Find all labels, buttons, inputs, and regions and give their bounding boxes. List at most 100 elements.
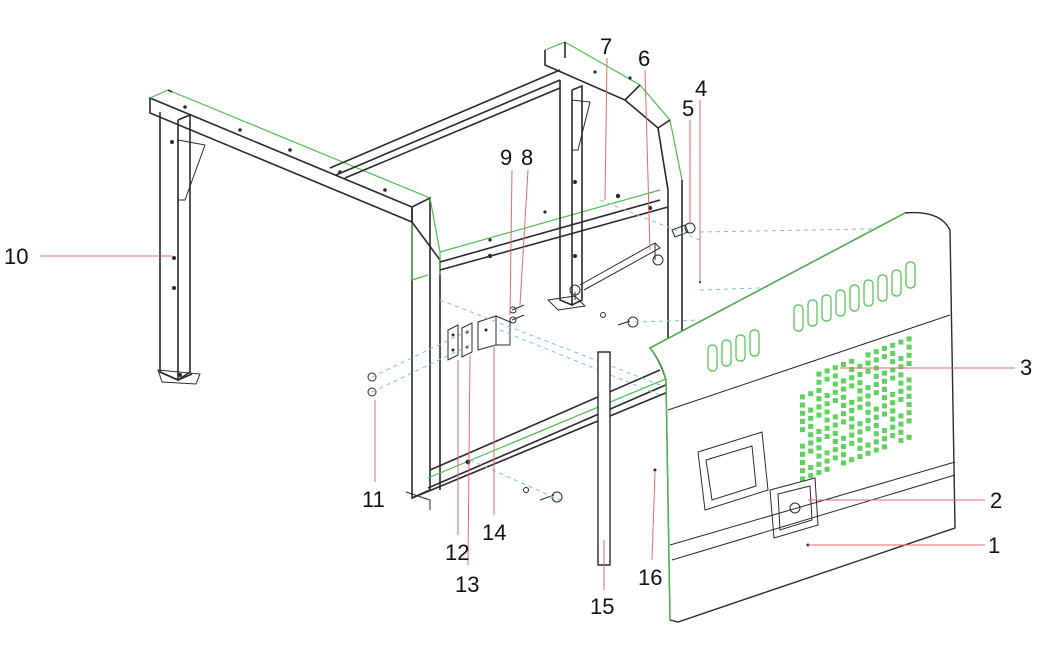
grille-hole (832, 398, 838, 403)
grille-hole (832, 430, 838, 436)
latch (769, 477, 819, 539)
grille-hole (906, 344, 912, 350)
grille-hole (906, 361, 912, 366)
grille-hole (890, 416, 896, 422)
grille-hole (849, 432, 855, 438)
callout-12: 12 (445, 540, 469, 565)
callouts: 1 2 3 4 5 6 7 8 9 10 11 12 13 14 15 16 (4, 34, 1032, 619)
grille-hole (882, 395, 887, 401)
grille-hole (865, 442, 871, 448)
grille-hole (841, 378, 846, 384)
grille-hole (824, 417, 830, 423)
grille-hole (882, 403, 887, 409)
grille-hole (873, 414, 879, 420)
grille-hole (882, 370, 887, 376)
grille-hole (873, 431, 879, 437)
handle-recess (697, 431, 769, 511)
grille-hole (800, 427, 805, 433)
grille-hole (824, 409, 830, 415)
main-frame (329, 41, 683, 510)
grille-hole (849, 408, 855, 413)
vent-grille (800, 336, 912, 482)
callout-2: 2 (990, 488, 1002, 513)
grille-hole (873, 349, 879, 355)
grille-hole (906, 418, 912, 424)
grille-hole (882, 444, 887, 450)
grille-hole (857, 363, 863, 369)
grille-hole (906, 352, 912, 358)
grille-hole (832, 381, 838, 387)
grille-hole (849, 424, 855, 430)
grille-hole (824, 450, 830, 456)
assembly-lines (371, 199, 921, 501)
grille-hole (841, 362, 846, 367)
grille-hole (898, 339, 904, 345)
grille-hole (890, 433, 896, 438)
grille-hole (882, 428, 887, 433)
grille-hole (890, 359, 896, 365)
grille-hole (816, 429, 822, 434)
grille-hole (890, 424, 896, 430)
grille-hole (898, 388, 904, 394)
grille-hole (857, 454, 863, 459)
grille-hole (832, 389, 838, 395)
louvres-top (707, 261, 916, 372)
grille-hole (816, 371, 822, 377)
hinge-plates (447, 304, 525, 361)
grille-hole (849, 416, 855, 422)
grille-hole (841, 444, 846, 449)
grille-hole (898, 372, 904, 378)
grille-hole (832, 447, 838, 453)
grille-hole (849, 457, 855, 463)
grille-hole (832, 422, 838, 428)
grille-hole (832, 455, 838, 461)
grille-hole (824, 368, 830, 374)
grille-hole (841, 394, 846, 400)
grille-hole (865, 418, 871, 423)
grille-hole (898, 429, 904, 435)
grille-hole (898, 380, 904, 386)
grille-hole (800, 443, 805, 449)
grille-hole (832, 439, 838, 444)
grille-hole (832, 373, 838, 379)
callout-5: 5 (682, 96, 694, 121)
grille-hole (800, 410, 805, 416)
grille-hole (841, 435, 846, 441)
grille-hole (824, 458, 830, 464)
grille-hole (857, 396, 863, 402)
grille-hole (808, 448, 814, 454)
rod-bracket (546, 242, 664, 311)
grille-hole (808, 391, 814, 397)
strip-part (597, 351, 611, 566)
grille-hole (865, 352, 871, 358)
callout-6: 6 (638, 46, 650, 71)
grille-hole (816, 461, 822, 467)
grille-hole (824, 393, 830, 398)
callout-10: 10 (4, 244, 28, 269)
grille-hole (873, 423, 879, 428)
grille-hole (800, 468, 805, 474)
grille-hole (824, 425, 830, 431)
grille-hole (882, 346, 887, 351)
grille-hole (873, 390, 879, 396)
callout-11: 11 (362, 487, 385, 512)
callout-14: 14 (482, 520, 506, 545)
nuts (367, 372, 377, 397)
grille-hole (906, 434, 912, 440)
grille-hole (890, 400, 896, 406)
grille-hole (890, 408, 896, 414)
callout-1: 1 (988, 533, 1000, 558)
grille-hole (800, 402, 805, 408)
grille-hole (824, 434, 830, 439)
grille-hole (873, 406, 879, 412)
grille-hole (857, 437, 863, 443)
grille-hole (832, 365, 838, 371)
grille-hole (857, 421, 863, 427)
grille-hole (816, 445, 822, 451)
grille-hole (800, 476, 805, 482)
grille-hole (800, 460, 805, 465)
grille-hole (841, 411, 846, 417)
grille-hole (808, 432, 814, 438)
